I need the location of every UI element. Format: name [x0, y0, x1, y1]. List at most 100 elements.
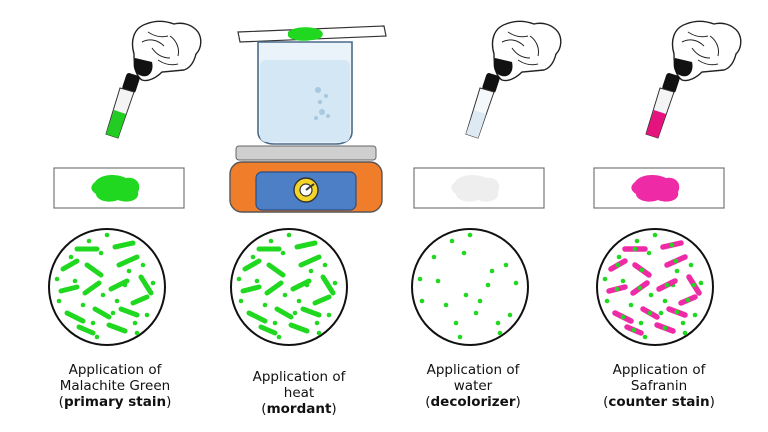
rod-cell: [58, 284, 80, 294]
step3-caption-emph: decolorizer: [430, 394, 516, 410]
coccus-cell: [254, 278, 260, 284]
paren-close: ): [166, 394, 172, 410]
rod-cell: [76, 324, 96, 336]
step1-caption-line1: Application of: [68, 362, 162, 378]
coccus-cell: [238, 298, 244, 304]
coccus-cell: [674, 268, 680, 274]
coccus-cell: [698, 280, 704, 286]
step2-heat-setup: [229, 25, 387, 213]
coccus-cell: [495, 320, 501, 326]
rod-cell: [258, 324, 278, 336]
coccus-cell: [497, 330, 503, 336]
coccus-cell: [473, 310, 479, 316]
coccus-cell: [604, 298, 610, 304]
rod-cell: [242, 258, 262, 272]
coccus-cell: [140, 262, 146, 268]
rod-cell: [130, 294, 150, 306]
coccus-cell: [268, 238, 274, 244]
coccus-cell: [620, 314, 626, 320]
coccus-cell: [691, 282, 697, 288]
coccus-cell: [90, 320, 96, 326]
step1-slide: [53, 167, 185, 209]
rod-cell: [118, 306, 140, 318]
coccus-cell: [276, 334, 282, 340]
coccus-cell: [652, 232, 658, 238]
step1-microscope-field: [48, 228, 166, 346]
step2-cells: [236, 232, 338, 340]
rod-cell: [112, 240, 136, 250]
step4-caption-emph: counter stain: [608, 394, 710, 410]
coccus-cell: [296, 298, 302, 304]
rod-cell: [320, 274, 336, 296]
coccus-cell: [262, 302, 268, 308]
coccus-cell: [419, 298, 425, 304]
rod-cell: [116, 254, 140, 268]
step4-caption: Application of Safranin (counter stain): [564, 362, 754, 410]
coccus-cell: [417, 276, 423, 282]
paren-open: (: [261, 401, 267, 417]
coccus-cell: [443, 302, 449, 308]
coccus-cell: [132, 320, 138, 326]
rod-cell: [300, 306, 322, 318]
rod-cell: [92, 306, 112, 320]
rod-cell: [106, 322, 128, 334]
step3-caption: Application of water (decolorizer): [378, 362, 568, 410]
coccus-cell: [620, 278, 626, 284]
coccus-cell: [477, 298, 483, 304]
rod-cell: [64, 310, 86, 324]
rod-cell: [264, 280, 284, 296]
coccus-cell: [94, 334, 100, 340]
step2-caption: Application of heat (mordant): [204, 369, 394, 417]
coccus-cell: [114, 298, 120, 304]
coccus-cell: [615, 262, 621, 268]
rod-cell: [288, 322, 310, 334]
coccus-cell: [453, 320, 459, 326]
step3-cells: [417, 232, 519, 340]
coccus-cell: [110, 310, 116, 316]
coccus-cell: [639, 267, 645, 273]
coccus-cell: [280, 250, 286, 256]
step2-microscope-field: [230, 228, 348, 346]
coccus-cell: [662, 298, 668, 304]
paren-close: ): [515, 394, 521, 410]
step1-caption-emph: primary stain: [63, 394, 167, 410]
coccus-cell: [658, 310, 664, 316]
coccus-cell: [467, 232, 473, 238]
coccus-cell: [674, 309, 680, 315]
coccus-cell: [250, 254, 256, 260]
coccus-cell: [236, 276, 242, 282]
coccus-cell: [68, 254, 74, 260]
coccus-cell: [104, 232, 110, 238]
coccus-cell: [80, 302, 86, 308]
coccus-cell: [286, 232, 292, 238]
coccus-cell: [673, 258, 679, 264]
step1-caption-line3: (primary stain): [20, 394, 210, 410]
step4-microscope-field: [596, 228, 714, 346]
step4-cells: [602, 232, 704, 340]
paren-open: (: [58, 394, 64, 410]
coccus-cell: [513, 280, 519, 286]
coccus-cell: [98, 250, 104, 256]
step4-dropper: [645, 20, 742, 139]
coccus-cell: [503, 262, 509, 268]
coccus-cell: [332, 280, 338, 286]
coccus-cell: [86, 238, 92, 244]
coccus-cell: [322, 262, 328, 268]
coccus-cell: [72, 278, 78, 284]
coccus-cell: [507, 312, 513, 318]
paren-close: ): [331, 401, 337, 417]
coccus-cell: [126, 268, 132, 274]
coccus-cell: [461, 250, 467, 256]
rod-cell: [240, 284, 262, 294]
coccus-cell: [680, 320, 686, 326]
coccus-cell: [100, 292, 106, 298]
step3-slide: [413, 167, 545, 209]
coccus-cell: [272, 320, 278, 326]
coccus-cell: [634, 238, 640, 244]
coccus-cell: [150, 280, 156, 286]
step4-caption-line2: Safranin: [630, 378, 688, 394]
coccus-cell: [669, 242, 675, 248]
step3-caption-line3: (decolorizer): [378, 394, 568, 410]
rod-cell: [274, 306, 294, 320]
coccus-cell: [489, 268, 495, 274]
